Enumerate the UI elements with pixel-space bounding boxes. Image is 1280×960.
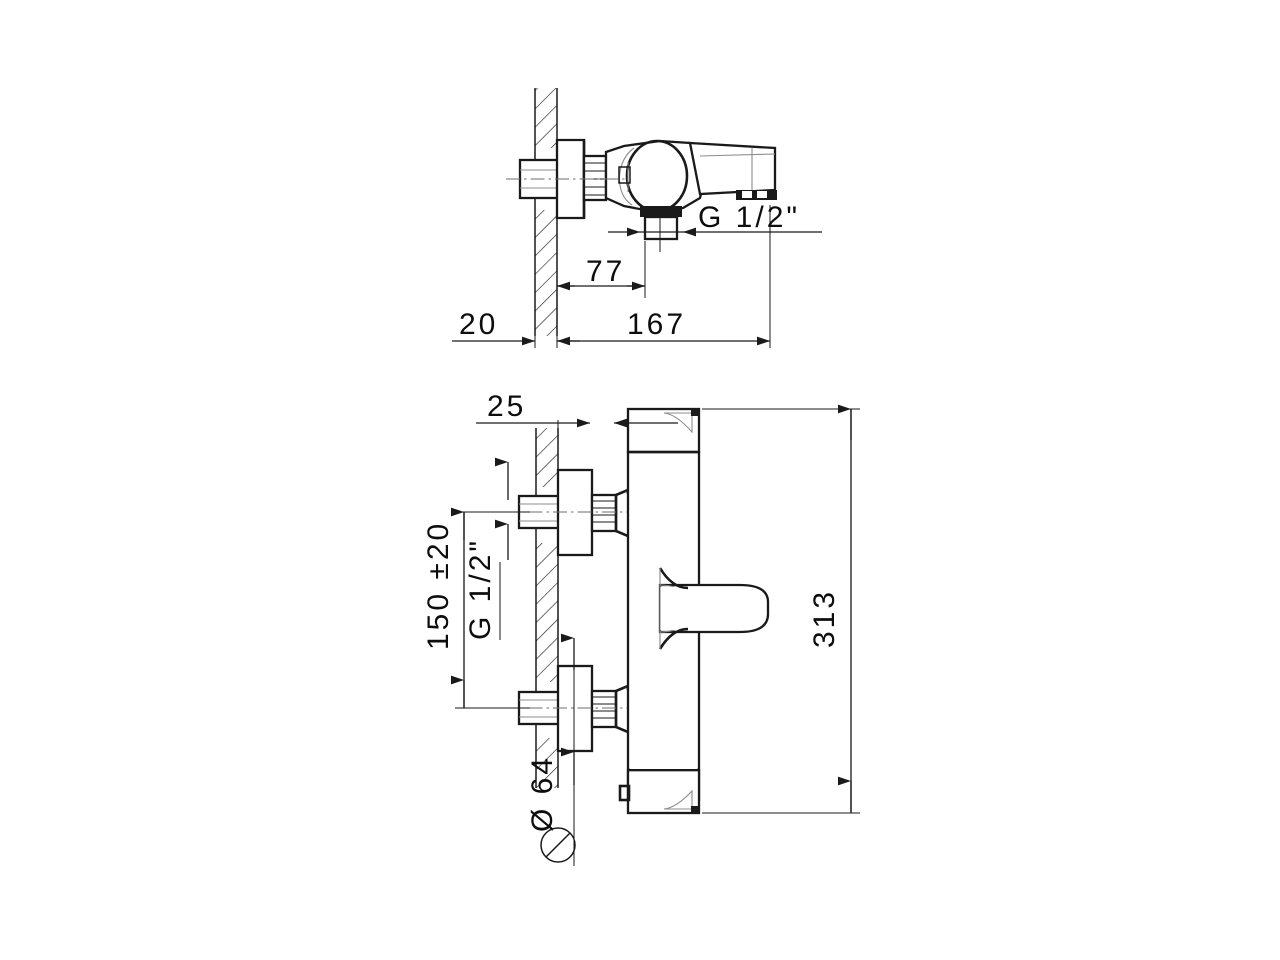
dim-top-77: 77 bbox=[556, 240, 646, 298]
front-view-group: 25 150 ±20 G 1/2" bbox=[422, 390, 860, 866]
dim-label-20: 20 bbox=[459, 308, 498, 341]
wall-section-top bbox=[534, 88, 558, 336]
dim-label-313: 313 bbox=[808, 589, 841, 648]
mixer-body-front bbox=[618, 407, 770, 815]
dim-label-flange-dia: Ø 64 bbox=[526, 755, 559, 832]
dim-label-150: 150 ±20 bbox=[422, 521, 455, 650]
lower-inlet-assembly bbox=[504, 664, 648, 753]
dim-front-inlet-thread: G 1/2" bbox=[464, 457, 509, 640]
dim-front-25: 25 bbox=[476, 390, 678, 460]
dim-top-outlet-thread: G 1/2" bbox=[608, 201, 822, 252]
dim-top-167: 167 bbox=[556, 240, 771, 348]
mixer-body-top bbox=[604, 139, 707, 213]
top-view-group: G 1/2" 77 20 bbox=[452, 88, 822, 348]
dim-front-150: 150 ±20 bbox=[422, 507, 530, 709]
dim-label-167: 167 bbox=[627, 308, 686, 341]
dim-label-inlet-thread: G 1/2" bbox=[464, 538, 497, 640]
wall-section-front bbox=[535, 428, 559, 788]
dim-label-outlet-thread: G 1/2" bbox=[698, 201, 800, 234]
dim-front-313: 313 bbox=[702, 404, 860, 814]
dim-front-flange-dia: Ø 64 bbox=[526, 633, 576, 866]
dim-top-20: 20 bbox=[452, 300, 536, 348]
threaded-nipple-top bbox=[582, 154, 608, 202]
shower-outlet-top bbox=[640, 206, 682, 241]
dim-label-25: 25 bbox=[487, 390, 526, 423]
spout-arm-top bbox=[688, 141, 777, 200]
dim-label-77: 77 bbox=[586, 255, 625, 288]
